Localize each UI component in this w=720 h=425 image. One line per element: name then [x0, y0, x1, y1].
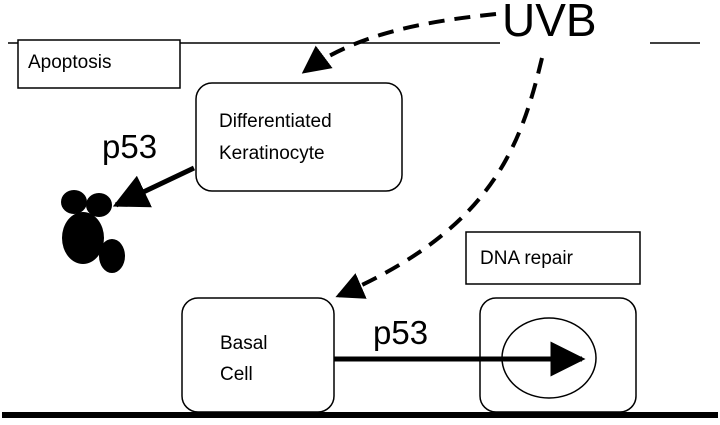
apoptosis-box [17, 39, 181, 89]
keratinocyte-label: Keratinocyte [219, 143, 325, 164]
basal-label: Basal [220, 333, 268, 354]
p53-lower-label: p53 [373, 314, 428, 351]
apoptotic-bodies [61, 190, 125, 273]
p53-upper-label: p53 [102, 128, 157, 165]
repair-cell-box [479, 297, 637, 413]
dna-repair-label: DNA repair [480, 248, 574, 269]
apoptosis-label: Apoptosis [28, 52, 111, 73]
uvb-arrow-to-basal-cell [335, 57, 544, 299]
uvb-label: UVB [502, 0, 597, 46]
dna-repair-box [465, 231, 641, 285]
cell-label: Cell [220, 364, 253, 385]
differentiated-label: Differentiated [219, 111, 332, 132]
basal-cell-box [181, 297, 335, 413]
differentiated-keratinocyte-box [195, 82, 403, 192]
p53-apoptosis-arrow [112, 165, 196, 208]
